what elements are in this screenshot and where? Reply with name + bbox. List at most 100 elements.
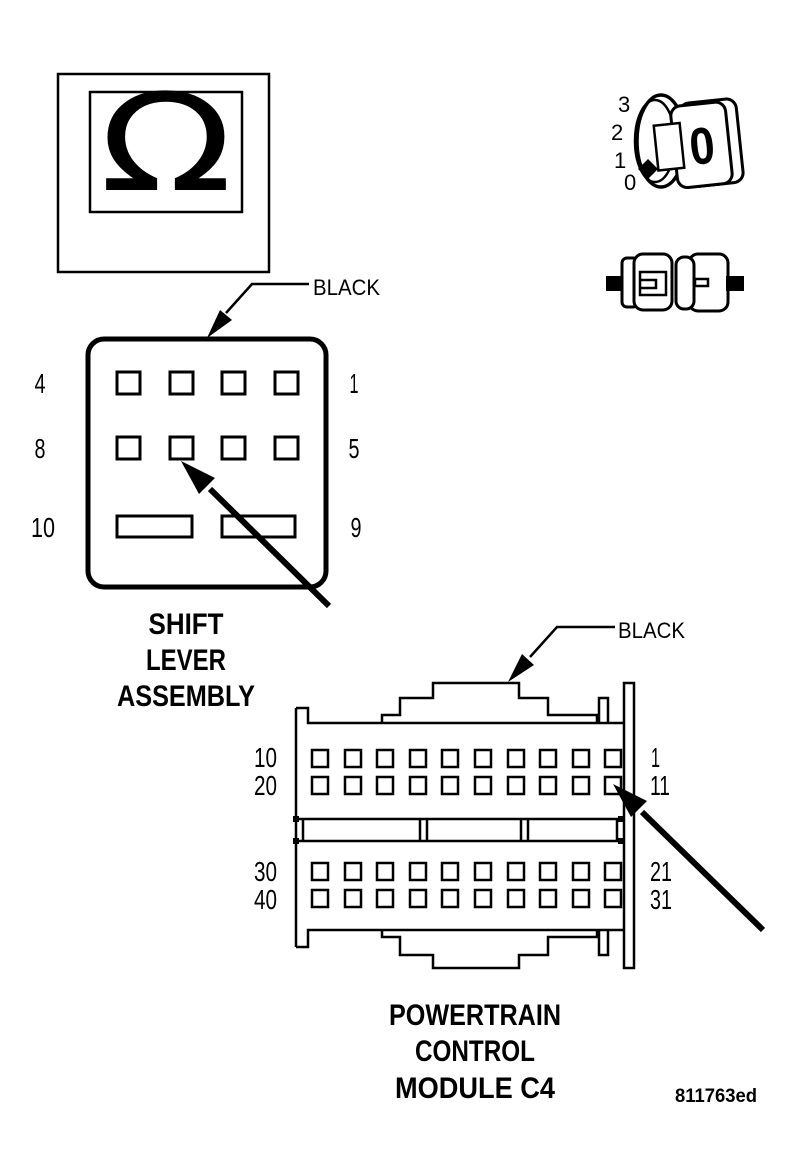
dial-knob-zero: 0 [687,117,718,177]
pin-label-9: 9 [351,512,362,543]
leader-line [529,625,615,658]
pin [440,748,460,769]
pin-label-1: 1 [651,742,660,773]
pin [408,748,428,769]
pin-label-21: 21 [650,856,672,887]
pcm-wire-color-label: BLACK [618,618,685,643]
pin-label-8: 8 [35,433,46,464]
shift-lever-connector-diagram: BLACK 4 8 10 1 5 9 SHIFT LEVER ASSEMBLY [31,275,380,713]
pin [440,775,460,796]
shift-lever-title-line1: SHIFT [149,608,224,641]
pin [538,888,558,909]
pin [473,748,493,769]
pin [115,435,142,461]
pcm-top-steps [380,681,599,723]
pin-label-4: 4 [35,368,46,399]
pin [603,775,623,796]
pin [571,861,591,882]
pin [506,748,526,769]
pin [273,435,300,461]
pin [506,888,526,909]
dial-scale-0: 0 [624,170,636,195]
pin [440,888,460,909]
pin [343,888,363,909]
pin [473,861,493,882]
pin [603,888,623,909]
pin [571,748,591,769]
right-connector-slot [693,277,710,288]
pin [603,861,623,882]
pin [343,775,363,796]
pin [115,370,142,396]
pcm-band-dividers [301,819,619,841]
pin [538,861,558,882]
pcm-pin-grid [310,748,623,909]
pcm-connector-diagram: BLACK [254,618,766,1105]
pin [440,861,460,882]
pcm-connector-body [294,681,636,970]
dial-knob-face-group: 0 [652,97,745,190]
pcm-end-plate [622,681,636,970]
pcm-bottom-edge [296,928,624,949]
shift-lever-connector-body [85,336,329,590]
pcm-bottom-latch [597,930,610,957]
leader-line [225,282,309,314]
pin [408,888,428,909]
pin [375,888,395,909]
pin [506,775,526,796]
dial-pointer-diamond-icon [638,159,658,179]
pin-label-20: 20 [254,770,277,801]
pin [310,861,330,882]
probe-arrow-shaft [639,809,766,933]
pin [603,748,623,769]
band-corner-tick [618,838,624,844]
dial-scale-1: 1 [614,148,626,173]
dial-scale-3: 3 [618,92,630,117]
ohmmeter-display-box [88,90,244,214]
pin [220,370,247,396]
pin [310,888,330,909]
pin [571,888,591,909]
ohmmeter-outer-box [56,72,271,274]
pin [375,775,395,796]
pin [310,775,330,796]
left-wire-stub [606,276,624,291]
pin-label-10: 10 [31,512,55,543]
left-connector-cavity [638,270,668,297]
pin-label-5: 5 [349,433,360,464]
dial-keyway [652,121,686,172]
pin [571,775,591,796]
pin [408,861,428,882]
pin [343,861,363,882]
pin-wide [115,514,194,539]
leader-arrowhead [508,654,534,682]
shift-lever-title-line3: ASSEMBLY [117,680,255,713]
pin-label-30: 30 [254,856,277,887]
pin [343,748,363,769]
leader-arrowhead [207,310,232,338]
ohm-symbol: Ω [100,65,233,222]
pcm-title-line1: POWERTRAIN [389,999,561,1032]
pin-label-11: 11 [650,770,670,801]
pin [168,370,195,396]
pin-label-10: 10 [254,742,277,773]
rotary-dial-icon: 3 2 1 0 0 [611,92,745,195]
pcm-title-line3: MODULE C4 [395,1072,555,1105]
band-corner-tick [293,816,299,822]
pin [375,861,395,882]
pcm-title-line2: CONTROL [415,1035,535,1068]
pin-label-31: 31 [650,884,672,915]
shift-lever-pin-grid [115,370,300,539]
pin [310,748,330,769]
pin [408,775,428,796]
pcm-top-latch [597,696,610,723]
pin [473,888,493,909]
pin [538,775,558,796]
band-corner-tick [293,838,299,844]
ohmmeter-icon: Ω [56,65,271,274]
band-corner-tick [618,816,624,822]
figure-id: 811763ed [675,1086,757,1107]
right-wire-stub [726,276,744,291]
